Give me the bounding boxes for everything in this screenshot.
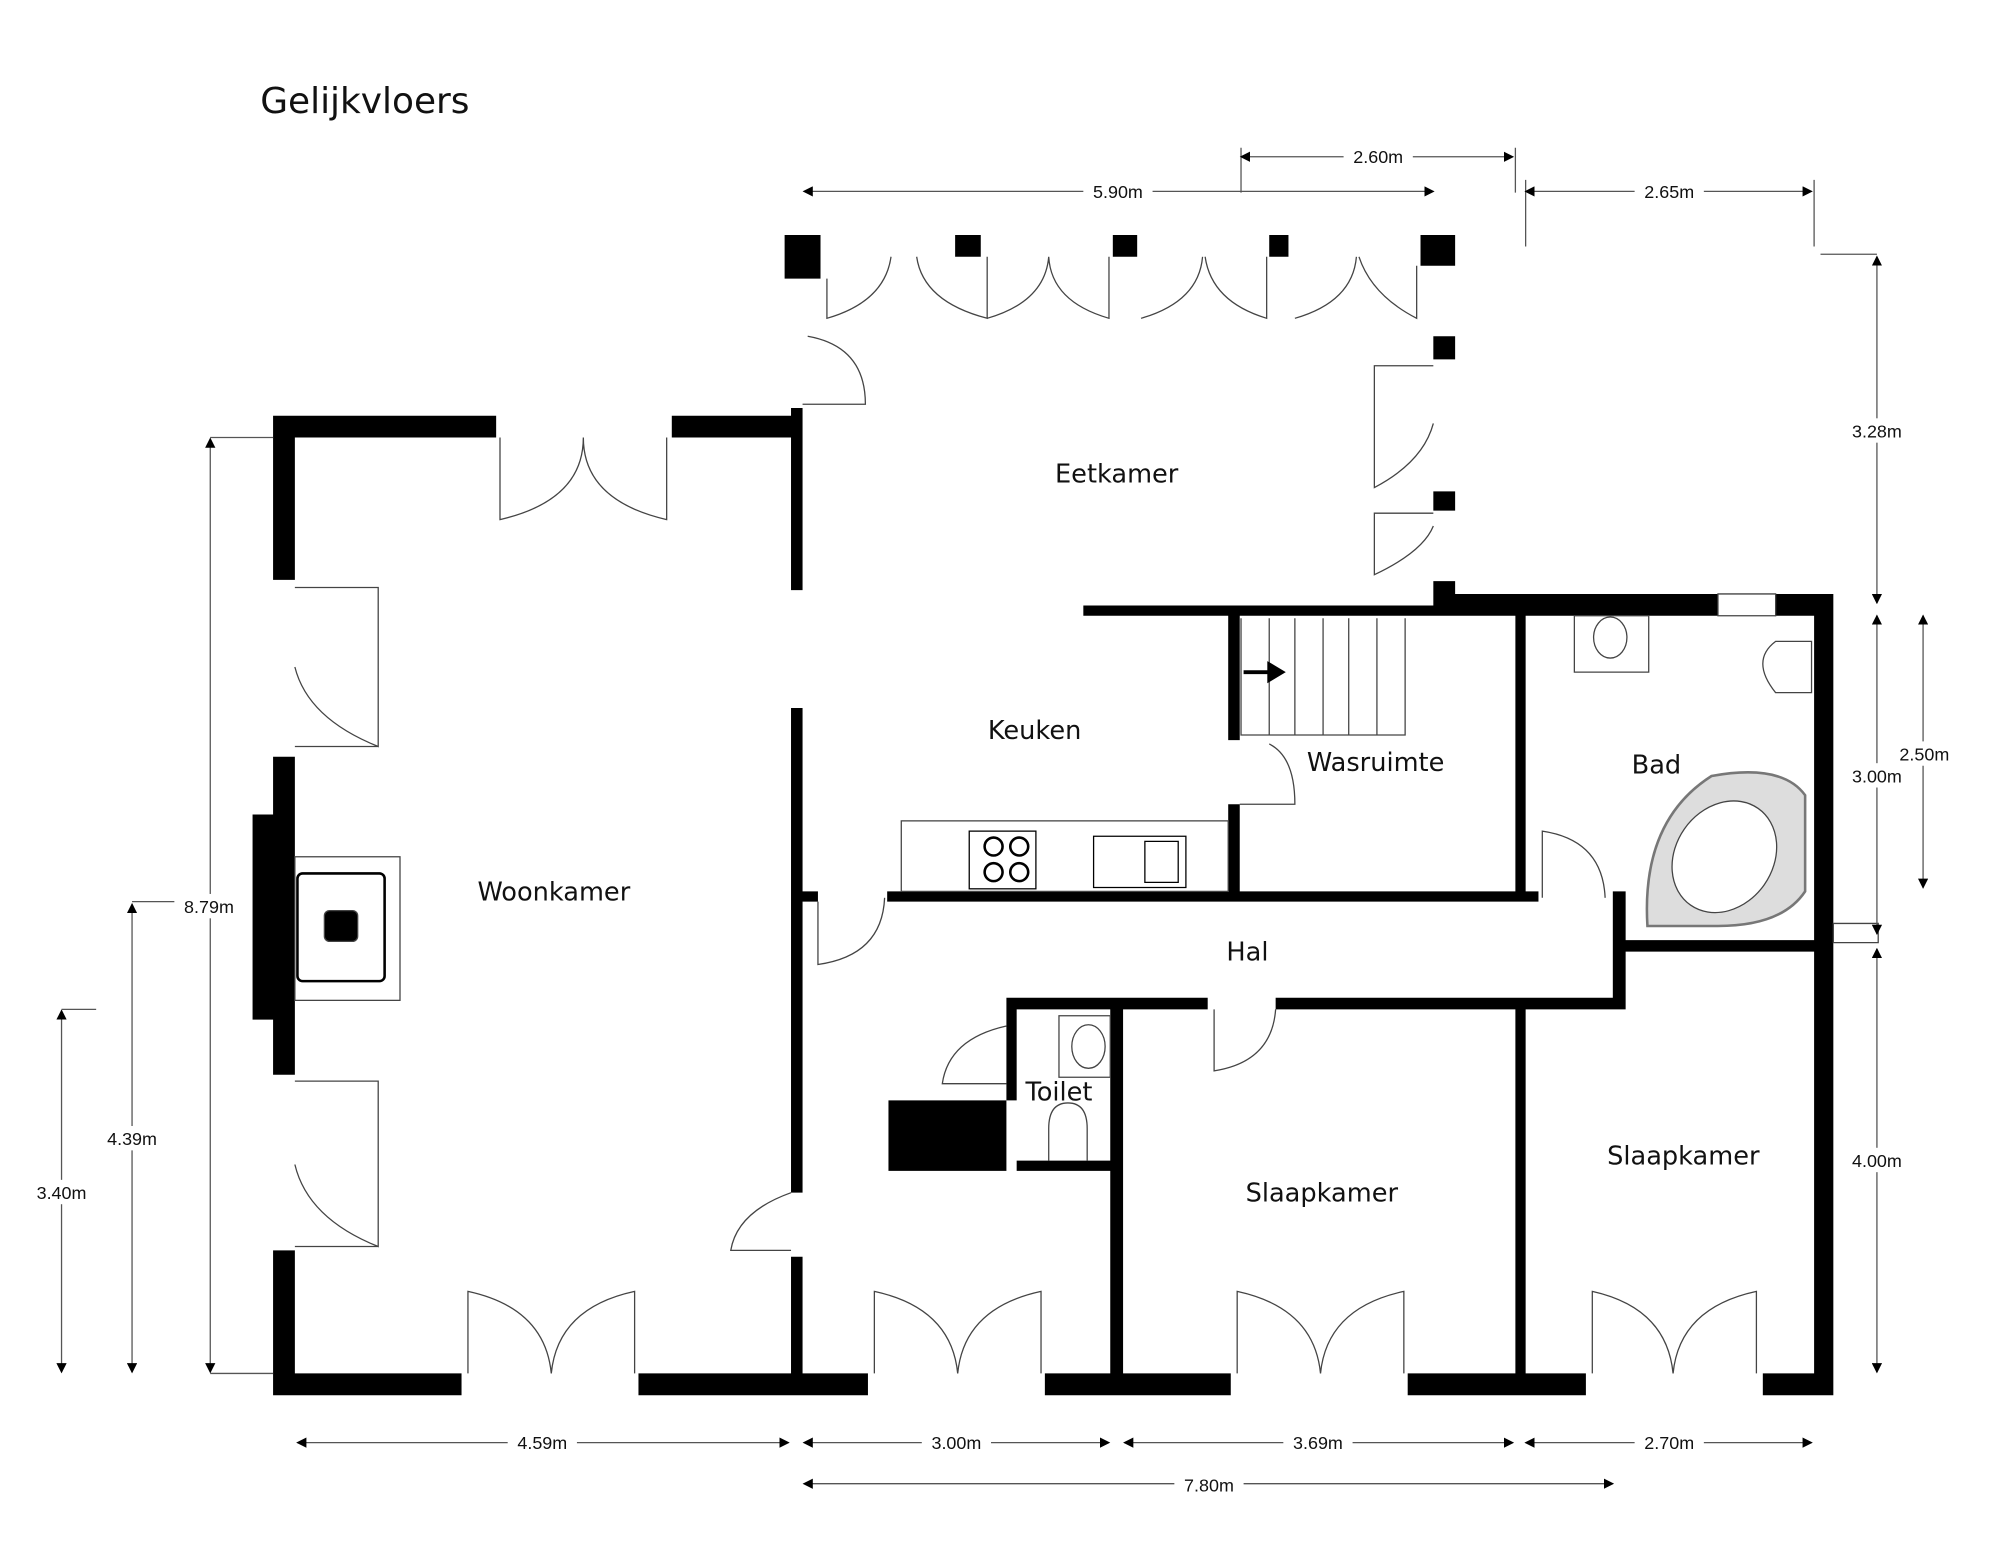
dimension-label-bg (1343, 143, 1413, 169)
stairs (1240, 618, 1406, 736)
dimension-label-left-340: 3.40m (37, 1183, 87, 1203)
floor-title: Gelijkvloers (260, 81, 469, 122)
dimension-label-bg (26, 1179, 97, 1205)
dimension-label-bg (1083, 178, 1153, 203)
room-woonkamer: Woonkamer (477, 877, 630, 907)
dimension-label-bg (1283, 1429, 1353, 1455)
room-eetkamer: Eetkamer (1055, 459, 1179, 489)
room-bad: Bad (1632, 750, 1682, 780)
dimension-label-bg (174, 893, 244, 919)
dimension-label-top-260: 2.60m (1353, 147, 1403, 167)
dimension-label-bg (1842, 1147, 1912, 1173)
dimension-label-right-250: 2.50m (1899, 745, 1949, 765)
toilet-basin-icon (1058, 1015, 1111, 1078)
dimension-label-bottom-300: 3.00m (931, 1433, 981, 1453)
room-wasruimte: Wasruimte (1307, 748, 1444, 778)
room-toilet: Toilet (1024, 1077, 1092, 1107)
fireplace (294, 856, 401, 1002)
stove-icon (968, 830, 1037, 890)
dimension-label-right-400: 4.00m (1852, 1151, 1902, 1171)
dimension-label-bg (507, 1429, 577, 1455)
room-keuken: Keuken (988, 716, 1081, 746)
dimension-label-bottom-459: 4.59m (517, 1433, 567, 1453)
dimension-label-bg (1634, 1429, 1704, 1455)
doors (294, 256, 1758, 1374)
sink-icon (1092, 835, 1187, 889)
dimension-label-bottom-780: 7.80m (1184, 1475, 1234, 1495)
dimension-label-left-879: 8.79m (184, 897, 234, 917)
dimension-label-top-590: 5.90m (1093, 182, 1143, 202)
dimension-label-top-265: 2.65m (1644, 182, 1694, 202)
dimension-label-left-439: 4.39m (107, 1129, 157, 1149)
toilet-icon (1762, 640, 1813, 694)
dimension-label-right-300: 3.00m (1852, 766, 1902, 786)
room-slaapkamer-2: Slaapkamer (1607, 1141, 1760, 1171)
fire-icon (323, 909, 359, 943)
room-slaapkamer-1: Slaapkamer (1246, 1179, 1399, 1209)
dimension-label-bg (1634, 178, 1704, 203)
stair-arrow-icon (1243, 661, 1286, 684)
walls (252, 234, 1834, 1396)
dimension-label-bg (1889, 741, 1959, 766)
dimension-label-bg (1842, 418, 1912, 443)
kitchen-counter (900, 820, 1229, 893)
room-labels: Eetkamer Keuken Wasruimte Bad Woonkamer … (477, 459, 1760, 1208)
dimension-label-bg (1174, 1472, 1244, 1497)
dimension-label-bg (1842, 763, 1912, 788)
bathtub-basin (1671, 800, 1778, 914)
windows (1717, 593, 1879, 944)
dimension-label-bg (921, 1429, 992, 1455)
dimension-label-bottom-270: 2.70m (1644, 1433, 1694, 1453)
washbasin-icon (1573, 615, 1650, 673)
dimension-label-bottom-369: 3.69m (1293, 1433, 1343, 1453)
wc-icon (1048, 1102, 1088, 1161)
dimension-label-right-328: 3.28m (1852, 422, 1902, 442)
fixtures (294, 593, 1879, 1161)
dimension-label-bg (97, 1126, 167, 1151)
room-hal: Hal (1226, 938, 1268, 968)
fireplace-insert (296, 872, 386, 983)
dimension-lines (61, 147, 1877, 1375)
